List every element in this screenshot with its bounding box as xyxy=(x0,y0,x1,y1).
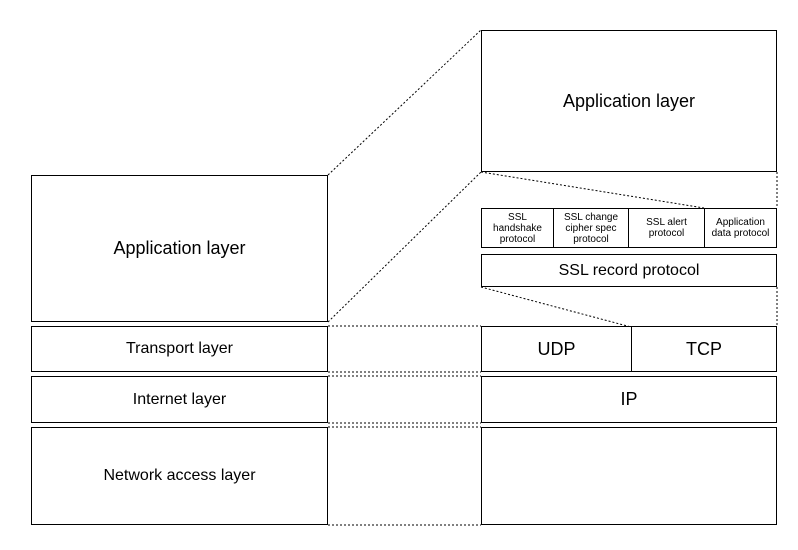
left-internet-layer-label: Internet layer xyxy=(132,390,227,408)
udp-label: UDP xyxy=(537,338,576,359)
left-network-access-layer: Network access layer xyxy=(31,427,328,525)
ssl-handshake-protocol: SSL handshake protocol xyxy=(481,208,554,248)
left-transport-layer: Transport layer xyxy=(31,326,328,372)
ssl-record-protocol-label: SSL record protocol xyxy=(558,261,700,279)
right-application-layer: Application layer xyxy=(481,30,777,172)
tcp-layer: TCP xyxy=(631,326,777,372)
application-data-protocol-label: Application data protocol xyxy=(711,217,770,239)
tcp-label: TCP xyxy=(686,338,722,359)
right-application-layer-label: Application layer xyxy=(562,90,696,111)
left-network-access-layer-label: Network access layer xyxy=(103,467,256,484)
ssl-record-protocol: SSL record protocol xyxy=(481,254,777,287)
connector-ssl-record-to-tcp xyxy=(480,286,632,328)
application-data-protocol: Application data protocol xyxy=(704,208,777,248)
ssl-alert-protocol-label: SSL alert protocol xyxy=(646,217,687,239)
ssl-change-cipher-spec-protocol-label: SSL change cipher spec protocol xyxy=(563,211,619,245)
ssl-handshake-protocol-label: SSL handshake protocol xyxy=(493,211,542,245)
connector-app-top xyxy=(327,29,482,176)
left-internet-layer: Internet layer xyxy=(31,376,328,423)
right-network-access-layer xyxy=(481,427,777,525)
connector-app-bottom xyxy=(327,171,482,323)
left-transport-layer-label: Transport layer xyxy=(126,340,233,357)
ip-label: IP xyxy=(620,389,638,409)
udp-layer: UDP xyxy=(481,326,632,372)
ip-layer: IP xyxy=(481,376,777,423)
ssl-change-cipher-spec-protocol: SSL change cipher spec protocol xyxy=(553,208,629,248)
connector-app-to-ssl xyxy=(480,171,705,209)
left-application-layer: Application layer xyxy=(31,175,328,322)
ssl-alert-protocol: SSL alert protocol xyxy=(628,208,705,248)
left-application-layer-label: Application layer xyxy=(113,238,246,258)
